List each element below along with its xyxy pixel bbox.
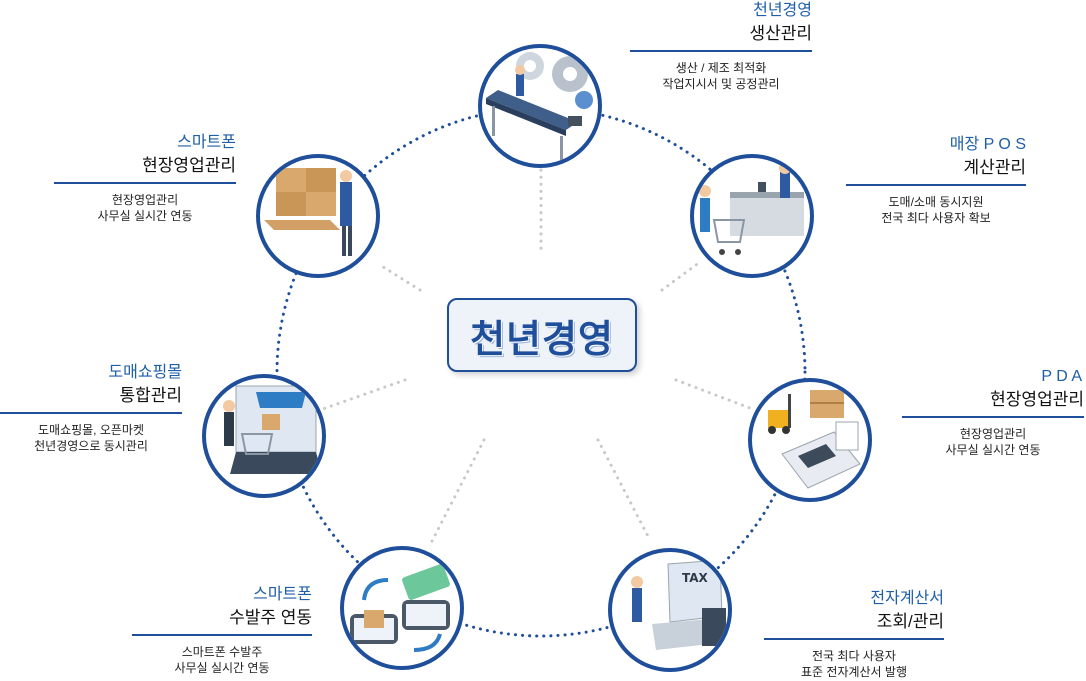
spoke-top-left: [378, 263, 422, 292]
label-pda: P D A 현장영업관리 현장영업관리 사무실 실시간 연동: [902, 366, 1084, 458]
etax-title1: 전자계산서: [870, 590, 944, 607]
online-shop-icon: [223, 385, 322, 474]
shopping-desc2: 천년경영으로 동시관리: [34, 439, 148, 453]
label-shopping: 도매쇼핑몰 통합관리 도매쇼핑몰, 오픈마켓 천년경영으로 동시관리: [0, 362, 182, 454]
pos-desc1: 도매/소매 동시지원: [888, 195, 984, 209]
etax-title2: 조회/관리: [876, 612, 944, 631]
pos-title2: 계산관리: [963, 158, 1026, 177]
factory-conveyor-icon: [486, 52, 593, 160]
pda-rule: [902, 416, 1084, 418]
spoke-top-right: [660, 260, 702, 292]
node-etax[interactable]: TAX: [608, 548, 732, 672]
shopping-rule: [0, 412, 182, 414]
node-smartphone-sales[interactable]: [256, 154, 380, 278]
etax-desc2: 표준 전자계산서 발행: [800, 665, 908, 679]
svg-text:TAX: TAX: [682, 571, 709, 585]
smartphone-sales-title2: 현장영업관리: [142, 156, 236, 175]
smartphone-transfer-icon: [350, 564, 450, 652]
label-production: 천년경영 생산관리 생산 / 제조 최적화 작업지시서 및 공정관리: [630, 0, 812, 92]
spoke-bottom-right: [596, 438, 652, 542]
pda-title2: 현장영업관리: [990, 390, 1084, 409]
pos-title1: 매장 P O S: [949, 136, 1026, 153]
etax-rule: [764, 638, 944, 640]
mobile-order-title1: 스마트폰: [253, 586, 312, 603]
pos-desc2: 전국 최다 사용자 확보: [881, 211, 991, 225]
node-pda[interactable]: [748, 378, 872, 502]
shopping-desc1: 도매쇼핑몰, 오픈마켓: [37, 423, 145, 437]
spoke-left: [318, 378, 407, 412]
shopping-title1: 도매쇼핑몰: [108, 364, 182, 381]
pos-rule: [846, 184, 1026, 186]
node-pos[interactable]: [690, 154, 814, 278]
mobile-order-desc2: 사무실 실시간 연동: [174, 661, 270, 675]
production-desc2: 작업지시서 및 공정관리: [662, 77, 780, 91]
mobile-order-desc1: 스마트폰 수발주: [181, 645, 263, 659]
production-title2: 생산관리: [749, 24, 812, 43]
mobile-order-title2: 수발주 연동: [229, 608, 312, 627]
center-title-box: 천년경영: [447, 298, 637, 372]
label-smartphone-sales: 스마트폰 현장영업관리 현장영업관리 사무실 실시간 연동: [54, 132, 236, 224]
spoke-right: [674, 378, 757, 412]
smartphone-sales-title1: 스마트폰: [177, 134, 236, 151]
pda-title1: P D A: [1041, 368, 1082, 385]
production-desc1: 생산 / 제조 최적화: [675, 61, 767, 75]
store-checkout-icon: [699, 162, 804, 255]
smartphone-sales-desc2: 사무실 실시간 연동: [97, 209, 193, 223]
label-mobile-order: 스마트폰 수발주 연동 스마트폰 수발주 사무실 실시간 연동: [132, 584, 312, 676]
tax-laptop-icon: TAX: [631, 559, 728, 650]
production-rule: [630, 50, 812, 52]
mobile-order-rule: [132, 634, 312, 636]
pda-desc1: 현장영업관리: [959, 427, 1027, 441]
etax-desc1: 전국 최다 사용자: [812, 649, 896, 663]
smartphone-sales-desc1: 현장영업관리: [111, 193, 179, 207]
node-mobile-order[interactable]: [340, 546, 464, 670]
shopping-title2: 통합관리: [119, 386, 182, 405]
spoke-bottom-left: [428, 438, 486, 547]
pda-desc2: 사무실 실시간 연동: [945, 443, 1041, 457]
label-pos: 매장 P O S 계산관리 도매/소매 동시지원 전국 최다 사용자 확보: [846, 134, 1026, 226]
spokes: [318, 168, 757, 547]
center-title: 천년경영: [470, 316, 614, 361]
smartphone-sales-rule: [54, 182, 236, 184]
warehouse-boxes-icon: [264, 168, 352, 256]
production-title1: 천년경영: [753, 2, 812, 19]
pda-forklift-icon: [768, 390, 861, 489]
node-production[interactable]: [478, 44, 602, 168]
label-etax: 전자계산서 조회/관리 전국 최다 사용자 표준 전자계산서 발행: [764, 588, 944, 680]
node-shopping[interactable]: [202, 374, 326, 498]
